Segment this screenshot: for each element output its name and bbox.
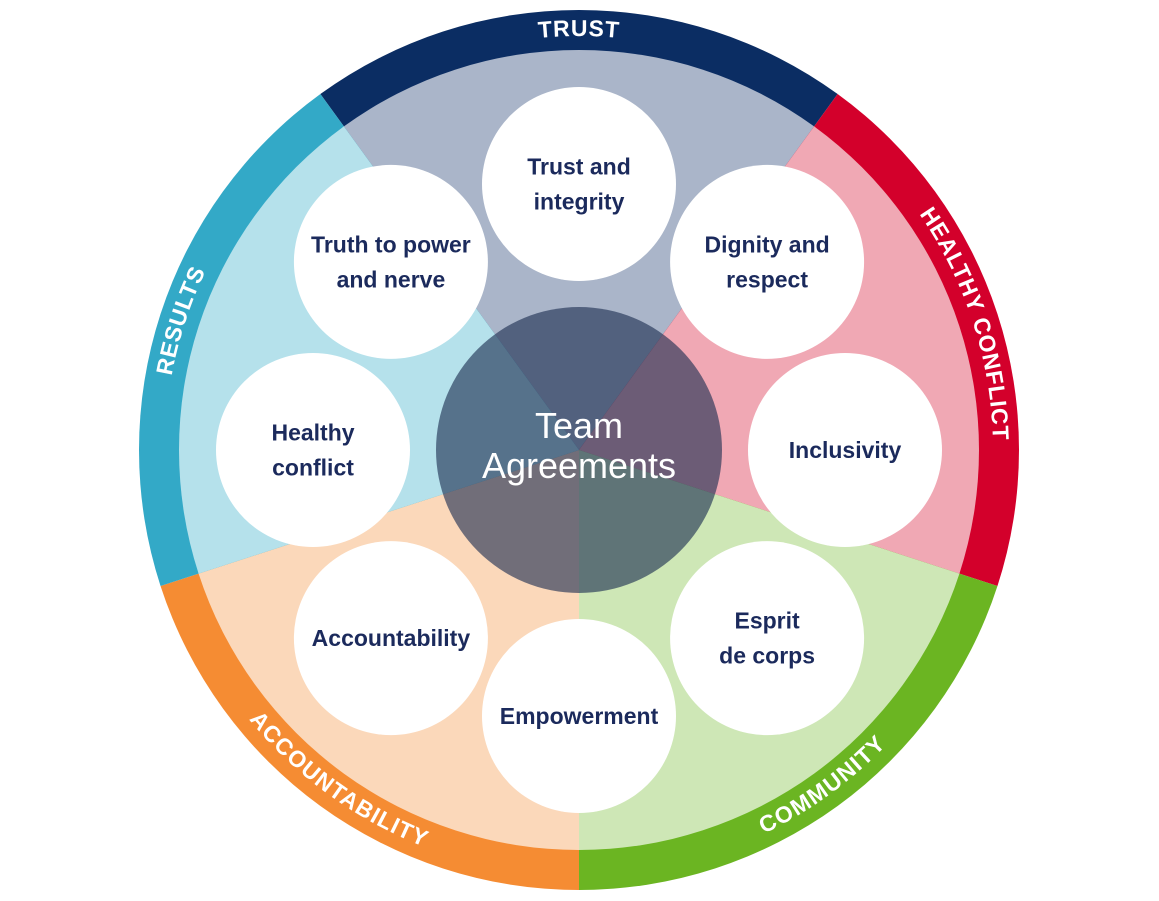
value-inclusivity: Inclusivity (748, 353, 942, 547)
value-circle (748, 353, 942, 547)
value-circle (216, 353, 410, 547)
value-circle (293, 164, 488, 359)
value-empowerment: Empowerment (482, 619, 676, 813)
value-circle (293, 541, 488, 736)
value-circle (482, 87, 676, 281)
value-circle (482, 619, 676, 813)
ring-label-trust: TRUST (537, 15, 621, 43)
value-label: Accountability (312, 625, 471, 651)
value-label: Inclusivity (789, 437, 902, 463)
center-circle (436, 307, 722, 593)
value-circle (670, 541, 865, 736)
value-label: Empowerment (500, 703, 659, 729)
value-circle (670, 164, 865, 359)
value-accountability: Accountability (293, 541, 488, 736)
